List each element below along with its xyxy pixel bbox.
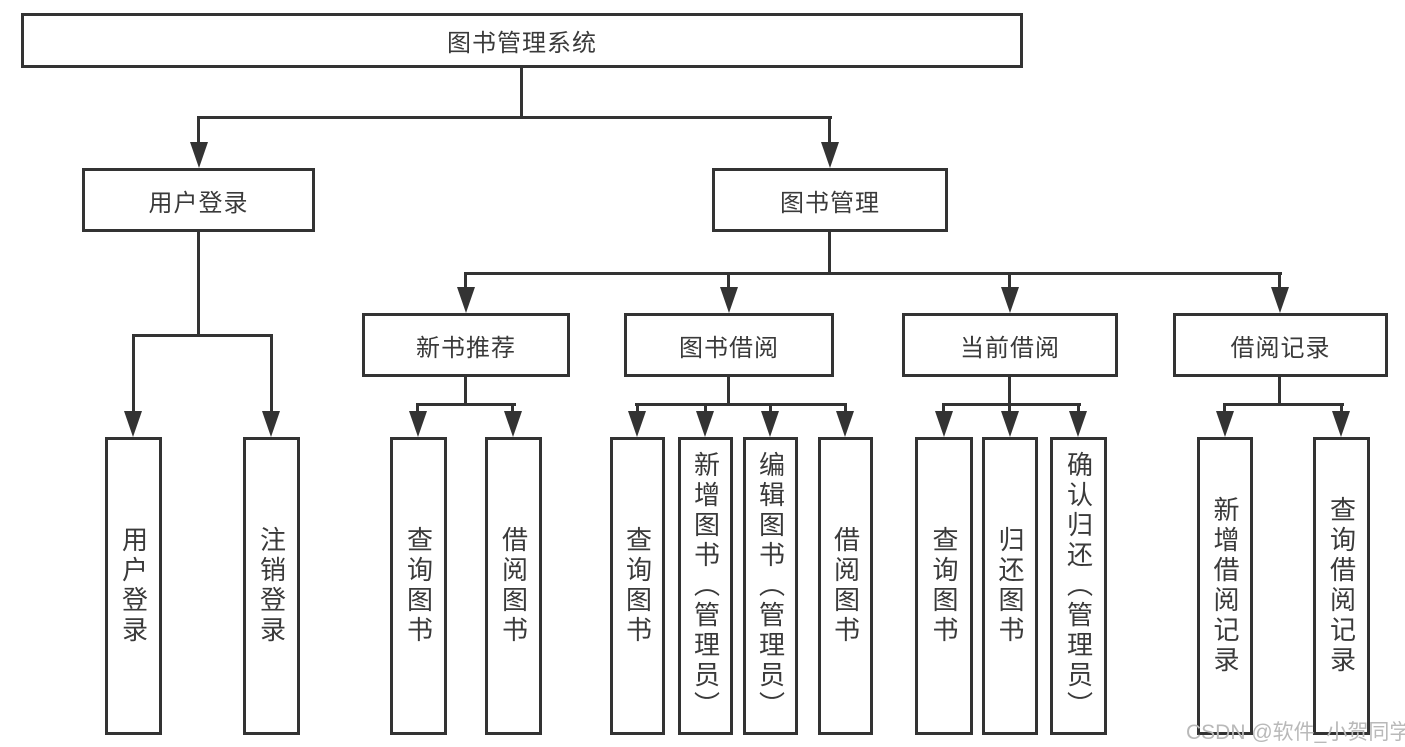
leaf-edit-book: 编辑图书（管理员）	[743, 437, 798, 735]
connector-arrowhead	[761, 411, 779, 437]
connector-arrowhead	[1332, 411, 1350, 437]
connector-line	[727, 377, 730, 406]
connector-arrowhead	[628, 411, 646, 437]
node-borrow-records-label: 借阅记录	[1230, 334, 1331, 362]
connector-arrowhead	[935, 411, 953, 437]
connector-line	[769, 403, 772, 415]
connector-line	[1008, 272, 1011, 289]
connector-line	[197, 232, 200, 336]
connector-arrowhead	[696, 411, 714, 437]
connector-arrowhead	[1001, 287, 1019, 313]
connector-line	[464, 272, 467, 289]
connector-line	[942, 403, 1081, 406]
node-current-borrow: 当前借阅	[902, 313, 1118, 377]
connector-line	[1278, 272, 1281, 289]
connector-arrowhead	[457, 287, 475, 313]
leaf-user-login-label: 用户登录	[118, 526, 149, 646]
leaf-return-book-label: 归还图书	[995, 526, 1025, 646]
node-borrow-records: 借阅记录	[1173, 313, 1388, 377]
connector-line	[197, 116, 832, 119]
connector-line	[1278, 377, 1281, 406]
node-book-management: 图书管理	[712, 168, 948, 232]
connector-arrowhead	[1271, 287, 1289, 313]
connector-arrowhead	[504, 411, 522, 437]
watermark-text: CSDN @软件_小贺同学	[1186, 721, 1405, 744]
leaf-add-borrow-record: 新增借阅记录	[1197, 437, 1253, 735]
node-book-borrow-label: 图书借阅	[679, 334, 779, 362]
connector-line	[635, 403, 847, 406]
node-user-login: 用户登录	[82, 168, 315, 232]
leaf-current-query-book-label: 查询图书	[929, 526, 959, 646]
leaf-borrow-book: 借阅图书	[818, 437, 873, 735]
connector-line	[520, 68, 523, 118]
leaf-borrow-query-book: 查询图书	[610, 437, 665, 735]
connector-line	[464, 272, 1282, 275]
connector-line	[270, 334, 273, 412]
node-book-borrow: 图书借阅	[624, 313, 834, 377]
connector-arrowhead	[720, 287, 738, 313]
leaf-confirm-return-label: 确认归还（管理员）	[1063, 451, 1094, 721]
connector-arrowhead	[1216, 411, 1234, 437]
node-user-login-label: 用户登录	[148, 189, 249, 217]
connector-arrowhead	[1001, 411, 1019, 437]
leaf-recommend-borrow-book-label: 借阅图书	[498, 526, 529, 646]
connector-arrowhead	[1069, 411, 1087, 437]
leaf-query-borrow-record: 查询借阅记录	[1313, 437, 1370, 735]
connector-line	[464, 377, 467, 406]
leaf-recommend-query-book: 查询图书	[390, 437, 447, 735]
leaf-edit-book-label: 编辑图书（管理员）	[755, 451, 786, 721]
node-root: 图书管理系统	[21, 13, 1023, 68]
node-new-book-recommend-label: 新书推荐	[416, 334, 516, 362]
connector-line	[1008, 377, 1011, 406]
connector-line	[636, 403, 639, 415]
connector-line	[197, 116, 200, 144]
leaf-add-book: 新增图书（管理员）	[678, 437, 733, 735]
leaf-borrow-book-label: 借阅图书	[830, 526, 861, 646]
connector-arrowhead	[124, 411, 142, 437]
connector-line	[511, 403, 514, 415]
connector-line	[1340, 403, 1343, 415]
connector-line	[1008, 403, 1011, 415]
leaf-logout: 注销登录	[243, 437, 300, 735]
connector-line	[132, 334, 273, 337]
connector-line	[844, 403, 847, 415]
leaf-query-borrow-record-label: 查询借阅记录	[1326, 496, 1357, 676]
leaf-recommend-borrow-book: 借阅图书	[485, 437, 542, 735]
connector-line	[704, 403, 707, 415]
connector-line	[727, 272, 730, 289]
connector-line	[132, 334, 135, 412]
leaf-user-login: 用户登录	[105, 437, 162, 735]
connector-arrowhead	[262, 411, 280, 437]
leaf-logout-label: 注销登录	[256, 526, 287, 646]
connector-line	[1223, 403, 1344, 406]
connector-arrowhead	[821, 142, 839, 168]
connector-line	[416, 403, 419, 415]
connector-line	[942, 403, 945, 415]
leaf-return-book: 归还图书	[982, 437, 1038, 735]
leaf-recommend-query-book-label: 查询图书	[403, 526, 434, 646]
connector-line	[828, 116, 831, 144]
leaf-borrow-query-book-label: 查询图书	[622, 526, 653, 646]
connector-line	[828, 232, 831, 274]
connector-line	[416, 403, 516, 406]
leaf-current-query-book: 查询图书	[915, 437, 973, 735]
leaf-confirm-return: 确认归还（管理员）	[1050, 437, 1107, 735]
node-new-book-recommend: 新书推荐	[362, 313, 570, 377]
connector-arrowhead	[836, 411, 854, 437]
node-book-management-label: 图书管理	[780, 189, 880, 217]
connector-arrowhead	[190, 142, 208, 168]
connector-arrowhead	[409, 411, 427, 437]
connector-line	[1077, 403, 1080, 415]
node-current-borrow-label: 当前借阅	[960, 334, 1060, 362]
leaf-add-book-label: 新增图书（管理员）	[690, 451, 721, 721]
node-root-label: 图书管理系统	[447, 30, 597, 57]
connector-line	[1223, 403, 1226, 415]
leaf-add-borrow-record-label: 新增借阅记录	[1210, 496, 1240, 676]
